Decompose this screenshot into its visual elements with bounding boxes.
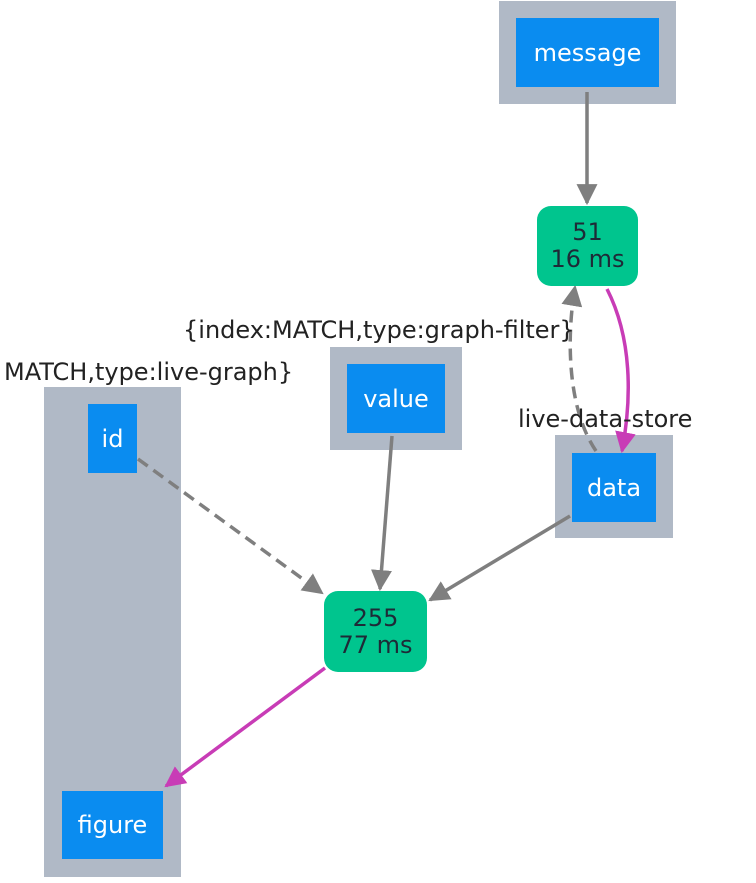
callback-duration: 77 ms (338, 630, 413, 659)
message-property[interactable]: message (516, 18, 659, 87)
edge-value-to-callback-255 (371, 435, 394, 592)
callback-call-count: 51 (572, 218, 603, 246)
edge-callback-255-to-figure (164, 666, 327, 788)
live-data-store-label: live-data-store (518, 405, 693, 433)
graph-filter-label: {index:MATCH,type:graph-filter} (183, 316, 575, 344)
value-property[interactable]: value (347, 364, 445, 433)
callback-call-count: 255 (352, 603, 399, 632)
data-property[interactable]: data (572, 453, 656, 522)
callback-node[interactable]: 255 77 ms (324, 591, 427, 672)
callback-duration: 16 ms (550, 245, 625, 273)
edge-data-to-callback-255 (428, 514, 571, 602)
live-graph-label: MATCH,type:live-graph} (4, 358, 294, 386)
callback-node[interactable]: 51 16 ms (537, 206, 638, 286)
id-property[interactable]: id (88, 404, 137, 473)
figure-property[interactable]: figure (62, 791, 163, 859)
